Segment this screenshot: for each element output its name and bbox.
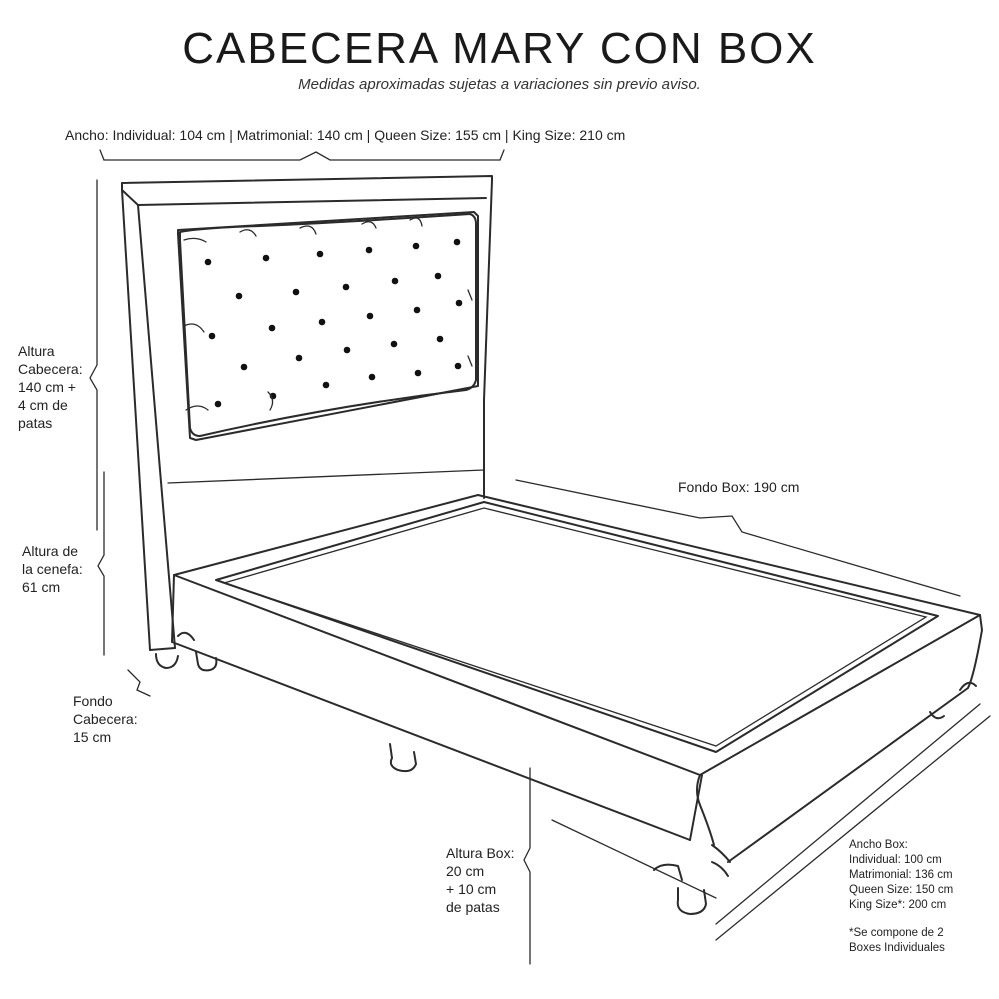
headboard-height-label: Altura Cabecera: 140 cm + 4 cm de patas	[18, 342, 83, 432]
skirt-height-line-3: 61 cm	[22, 579, 61, 595]
box-width-line-4: Queen Size: 150 cm	[849, 884, 954, 896]
box-height-line-2: 20 cm	[446, 863, 485, 879]
page-subtitle: Medidas aproximadas sujetas a variacione…	[298, 76, 701, 93]
headboard-height-line-4: 4 cm de	[18, 397, 68, 413]
box-depth-dimension-line	[515, 479, 961, 597]
skirt-height-line-2: la cenefa:	[22, 561, 83, 577]
headboard-height-line-5: patas	[18, 415, 53, 431]
page-title: CABECERA MARY CON BOX	[182, 24, 817, 73]
headboard-depth-line-1: Fondo	[73, 693, 113, 709]
headboard	[121, 175, 493, 669]
headboard-depth-line-2: Cabecera:	[73, 711, 138, 727]
footnote-label: *Se compone de 2 Boxes Individuales	[849, 926, 945, 956]
box-width-line-5: King Size*: 200 cm	[849, 899, 947, 911]
box-width-line-2: Individual: 100 cm	[849, 854, 942, 866]
headboard-height-line-1: Altura	[18, 343, 55, 359]
box-height-line-4: de patas	[446, 899, 500, 915]
width-dimension-line	[99, 149, 505, 161]
box-spring	[171, 494, 983, 915]
box-height-dimension-line	[523, 767, 531, 965]
box-depth-label: Fondo Box: 190 cm	[678, 479, 800, 495]
box-width-line-1: Ancho Box:	[849, 839, 908, 851]
box-width-line-3: Matrimonial: 136 cm	[849, 869, 953, 881]
headboard-height-dimension-line	[89, 179, 98, 531]
box-width-label: Ancho Box: Individual: 100 cm Matrimonia…	[849, 838, 953, 913]
box-height-line-1: Altura Box:	[446, 845, 515, 861]
tufting-pleats	[183, 217, 473, 411]
tufting-buttons	[204, 238, 463, 408]
width-label: Ancho: Individual: 104 cm | Matrimonial:…	[65, 127, 626, 143]
headboard-depth-marker	[127, 669, 151, 697]
footnote-line-2: Boxes Individuales	[849, 942, 945, 954]
headboard-depth-line-3: 15 cm	[73, 729, 112, 745]
box-width-dimension-line	[551, 703, 991, 941]
skirt-height-label: Altura de la cenefa: 61 cm	[22, 542, 83, 596]
box-height-line-3: + 10 cm	[446, 881, 497, 897]
headboard-height-line-3: 140 cm +	[18, 379, 76, 395]
headboard-height-line-2: Cabecera:	[18, 361, 83, 377]
skirt-height-dimension-line	[97, 471, 105, 656]
box-height-label: Altura Box: 20 cm + 10 cm de patas	[446, 844, 514, 916]
skirt-height-line-1: Altura de	[22, 543, 79, 559]
footnote-line-1: *Se compone de 2	[849, 927, 944, 939]
headboard-depth-label: Fondo Cabecera: 15 cm	[73, 692, 138, 746]
